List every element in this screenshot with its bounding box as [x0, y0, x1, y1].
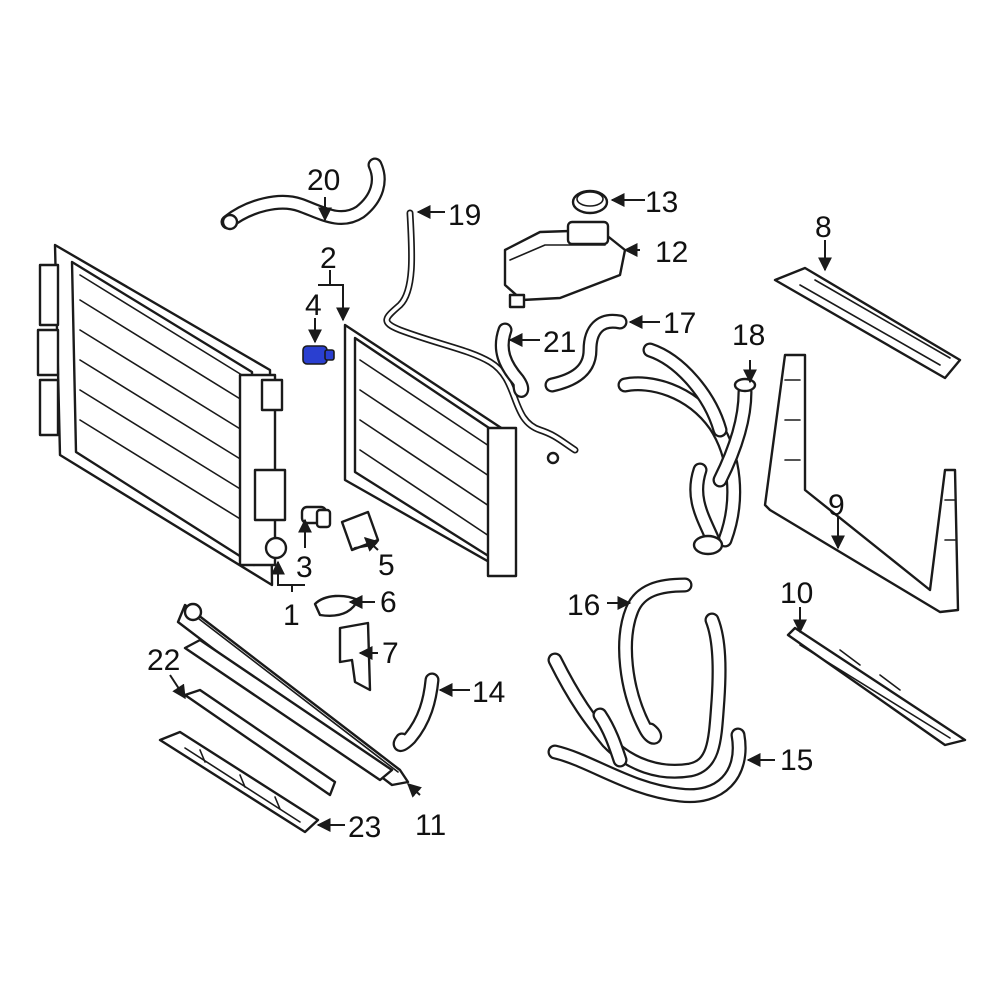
- callout-9: 9: [828, 489, 845, 522]
- callout-2: 2: [320, 242, 337, 275]
- callout-1: 1: [283, 599, 300, 632]
- hose-21: [494, 322, 530, 398]
- hose-15: [547, 612, 747, 804]
- callout-labels: 1 2 3 4 5 6 7 8 9 10 11 12 13 14 15 16 1…: [147, 164, 845, 844]
- callout-19: 19: [448, 199, 481, 232]
- cover-8: [773, 266, 962, 380]
- callout-8: 8: [815, 211, 832, 244]
- seal-22: [183, 638, 394, 797]
- sensor-3: [300, 505, 332, 529]
- callout-16: 16: [567, 589, 600, 622]
- reservoir-cap-13: [571, 189, 609, 215]
- callout-21: 21: [543, 326, 576, 359]
- condenser-2: [343, 323, 518, 578]
- callout-5: 5: [378, 549, 395, 582]
- coolant-reservoir-12: [503, 220, 627, 309]
- hose-assembly-18: [617, 342, 757, 556]
- callout-17: 17: [663, 307, 696, 340]
- frame-9: [763, 353, 960, 614]
- callout-11: 11: [415, 809, 446, 842]
- callout-15: 15: [780, 744, 813, 777]
- callout-3: 3: [296, 551, 313, 584]
- bracket-6: [313, 594, 360, 617]
- callout-7: 7: [382, 637, 399, 670]
- radiator-main: [36, 243, 288, 587]
- duct-23: [158, 730, 320, 834]
- callout-12: 12: [655, 236, 688, 269]
- callout-22: 22: [147, 644, 180, 677]
- hose-16: [618, 577, 693, 745]
- cover-10: [786, 626, 967, 747]
- callout-23: 23: [348, 811, 381, 844]
- hose-20: [220, 157, 386, 231]
- callout-10: 10: [780, 577, 813, 610]
- callout-18: 18: [732, 319, 765, 352]
- callout-20: 20: [307, 164, 340, 197]
- callout-13: 13: [645, 186, 678, 219]
- line-19: [383, 209, 579, 465]
- leader-lines: [169, 193, 845, 832]
- callout-14: 14: [472, 676, 505, 709]
- callout-4: 4: [305, 289, 322, 322]
- hose-17: [544, 313, 628, 393]
- tube-11: [176, 602, 410, 787]
- sensor-4-highlighted: [302, 345, 335, 365]
- callout-6: 6: [380, 586, 397, 619]
- bracket-7: [338, 621, 372, 692]
- hose-14: [392, 672, 440, 753]
